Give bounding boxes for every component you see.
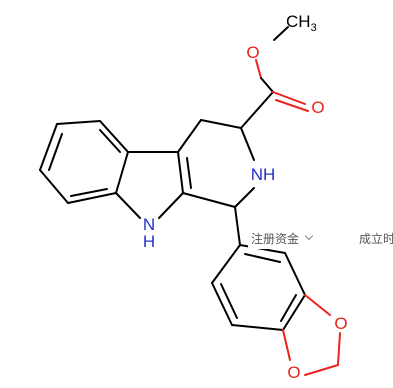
bond [244,253,281,263]
bond [182,192,236,208]
bond [240,127,255,161]
bond [284,252,306,296]
bond [234,187,255,208]
bond [115,192,141,219]
bond [158,192,184,219]
bond [211,282,233,326]
bond [260,77,274,93]
indole-h-label: H [143,232,155,251]
methyl-label: CH3 [286,12,317,34]
bond [48,133,63,171]
bond [177,151,184,194]
indole-n-label: N [143,215,155,234]
established-time-label: 成立时 [359,231,393,246]
bond [70,188,108,197]
bond [200,119,242,129]
bond [255,59,262,79]
bond [115,151,129,194]
bond [282,294,306,331]
dioxole-oxygen-1-label: O [334,314,347,333]
bond [240,91,274,129]
bond [39,123,58,171]
dioxole-oxygen-2-label: O [287,363,300,382]
bond [56,120,101,125]
bond [99,120,129,153]
bond [282,329,291,361]
atom-labels: CH3 O O NH N H O O [143,12,348,382]
bond-set [39,26,341,376]
bond [275,99,309,112]
bond [211,244,241,284]
bond [220,283,238,319]
bond [231,324,284,331]
bond [337,332,341,366]
carbonyl-oxygen-label: O [311,98,324,117]
bond [304,294,331,316]
established-time-filter[interactable]: 成立时 [356,227,393,249]
ring-nh-label: NH [251,165,276,184]
bond [272,91,306,105]
bond [239,244,286,254]
bond [280,294,297,322]
bond [99,129,121,153]
bond [39,169,69,204]
registered-capital-dropdown[interactable]: 注册资金 [248,227,316,249]
bond [177,119,202,153]
bond [234,206,241,246]
registered-capital-label: 注册资金 [251,231,300,246]
chevron-down-icon [304,231,314,241]
bond [273,26,289,41]
bond [186,157,192,189]
ester-oxygen-label: O [246,43,259,62]
bond [304,364,339,376]
bond [67,192,117,204]
